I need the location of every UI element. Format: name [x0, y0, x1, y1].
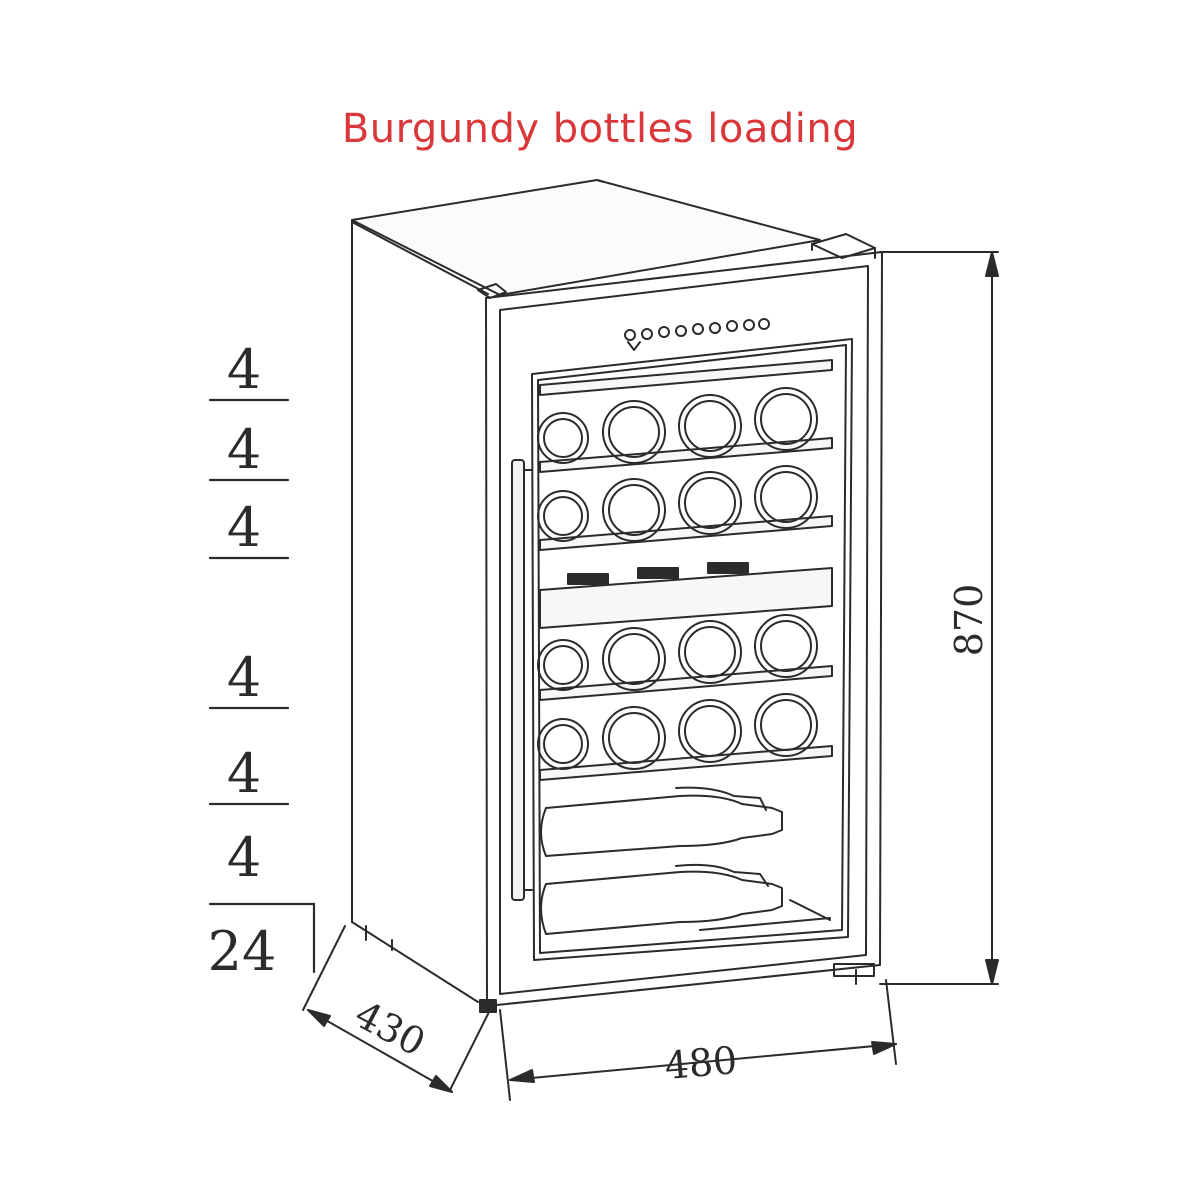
shelf-count-5: 4 [227, 742, 261, 805]
bottle-row-1 [537, 387, 818, 464]
total-count: 24 [208, 920, 277, 983]
depth-dimension-line [302, 925, 491, 1093]
count-divider-lines [208, 398, 316, 974]
height-dimension-line [879, 251, 999, 985]
shelf-count-4: 4 [227, 646, 261, 709]
door-frame [485, 251, 883, 1007]
shelf-count-2: 4 [227, 418, 261, 481]
shelf-count-labels: 4 4 4 4 4 4 24 [208, 338, 277, 983]
cabinet-feet [479, 963, 875, 1013]
shelf-count-1: 4 [227, 338, 261, 401]
width-label: 480 [663, 1038, 739, 1088]
bottle-row-4 [537, 693, 818, 770]
shelf-count-3: 4 [227, 496, 261, 559]
door-handle [511, 459, 533, 901]
bottle-row-3 [537, 614, 818, 691]
bottom-bottles [540, 786, 831, 935]
width-dimension-line [499, 979, 897, 1101]
height-label: 870 [947, 584, 991, 657]
depth-label: 430 [348, 992, 433, 1065]
cabinet-outline [351, 179, 821, 1003]
bottle-row-2 [537, 465, 818, 542]
shelf-count-6: 4 [227, 826, 261, 889]
diagram-title: Burgundy bottles loading [341, 106, 859, 152]
control-panel [624, 318, 770, 351]
shelves [539, 359, 833, 781]
